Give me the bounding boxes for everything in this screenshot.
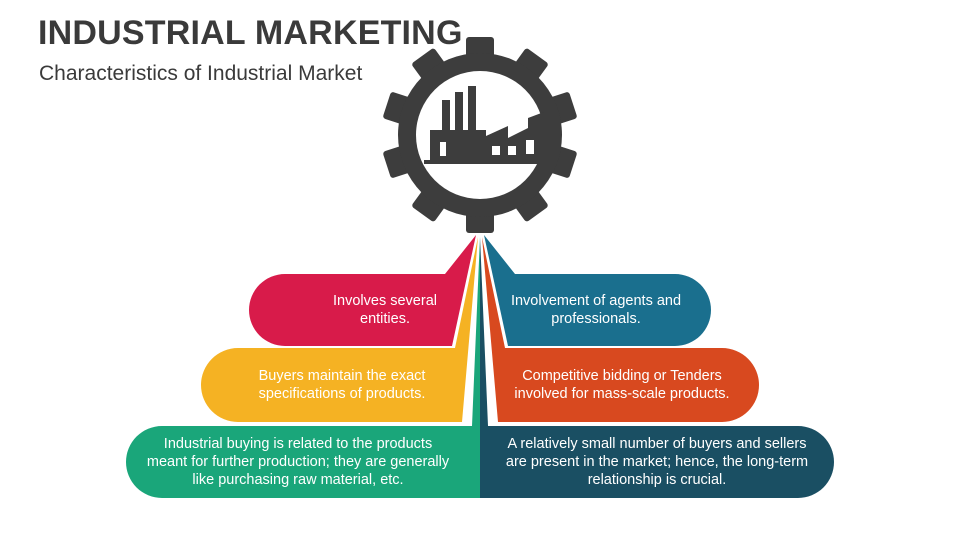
characteristic-left-1: Involves several entities. [333, 293, 437, 327]
page-title: INDUSTRIAL MARKETING [38, 14, 463, 52]
pill-right-1 [484, 235, 711, 346]
factory-icon [424, 86, 548, 164]
characteristic-right-3: A relatively small number of buyers and … [505, 436, 809, 488]
characteristic-left-2: Buyers maintain the exact specifications… [258, 368, 426, 402]
pill-left-2 [201, 237, 478, 422]
page-subtitle: Characteristics of Industrial Market [39, 62, 363, 85]
pill-left-3 [126, 237, 480, 498]
pill-left-1 [249, 235, 476, 346]
characteristic-right-2: Competitive bidding or Tenders involved … [514, 368, 730, 402]
characteristic-right-1: Involvement of agents and professionals. [510, 293, 682, 327]
characteristic-left-3: Industrial buying is related to the prod… [146, 436, 450, 488]
pill-right-3 [480, 237, 834, 498]
pill-right-2 [482, 237, 759, 422]
